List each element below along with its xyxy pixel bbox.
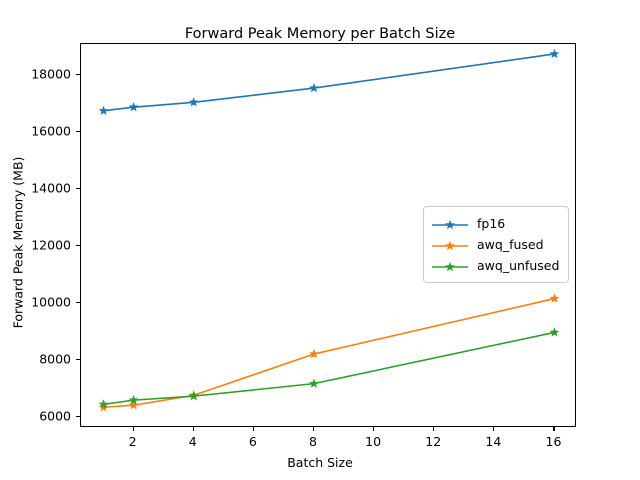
data-point-marker (98, 399, 109, 409)
x-tick-label: 2 (128, 434, 137, 449)
data-point-marker (128, 400, 139, 410)
data-point-marker (128, 394, 139, 405)
series-line (102, 297, 556, 409)
series-fp16 (98, 48, 560, 116)
y-tick-label: 6000 (39, 408, 71, 424)
legend-label: fp16 (477, 216, 506, 231)
x-tick-label: 14 (485, 434, 502, 449)
data-point-marker (309, 348, 319, 359)
chart-title: Forward Peak Memory per Batch Size (184, 26, 456, 42)
legend: fp16 awq_fused awq_unfused (423, 206, 570, 283)
data-point-marker (549, 327, 560, 337)
x-tick-label: 16 (545, 434, 562, 449)
x-tick-label: 6 (248, 434, 257, 449)
legend-swatch-icon (431, 259, 469, 273)
series-awq_unfused (98, 327, 560, 409)
data-point-marker (128, 101, 139, 112)
data-point-marker (188, 97, 199, 107)
legend-swatch-icon (431, 238, 469, 252)
x-tick-label: 4 (188, 434, 197, 449)
legend-swatch-icon (431, 217, 469, 231)
x-tick-label: 12 (425, 434, 442, 449)
data-point-marker (98, 402, 109, 412)
y-tick-label: 18000 (31, 66, 71, 82)
data-point-marker (98, 105, 109, 116)
series-lines (98, 48, 560, 412)
y-tick-label: 10000 (31, 294, 71, 310)
legend-label: awq_unfused (477, 258, 560, 273)
legend-label: awq_fused (477, 237, 544, 252)
series-line (102, 53, 556, 112)
data-point-marker (188, 390, 199, 401)
data-point-marker (309, 82, 319, 93)
data-point-marker (549, 293, 560, 303)
x-axis-label: Batch Size (287, 455, 353, 470)
legend-item-fp16[interactable]: fp16 (431, 213, 559, 234)
legend-item-awq_unfused[interactable]: awq_unfused (431, 255, 559, 276)
y-tick-label: 12000 (31, 237, 71, 253)
legend-item-awq_fused[interactable]: awq_fused (431, 234, 559, 255)
data-point-marker (549, 48, 560, 59)
series-line (102, 331, 556, 406)
x-tick-label: 10 (365, 434, 382, 449)
series-awq_fused (98, 293, 560, 412)
x-tick-label: 8 (308, 434, 317, 449)
y-tick-label: 14000 (31, 180, 71, 196)
y-tick-label: 16000 (31, 123, 71, 139)
y-axis-tick-labels: 6000 8000 10000 12000 14000 16000 18000 (0, 43, 71, 427)
y-tick-label: 8000 (39, 351, 71, 367)
data-point-marker (309, 378, 319, 388)
